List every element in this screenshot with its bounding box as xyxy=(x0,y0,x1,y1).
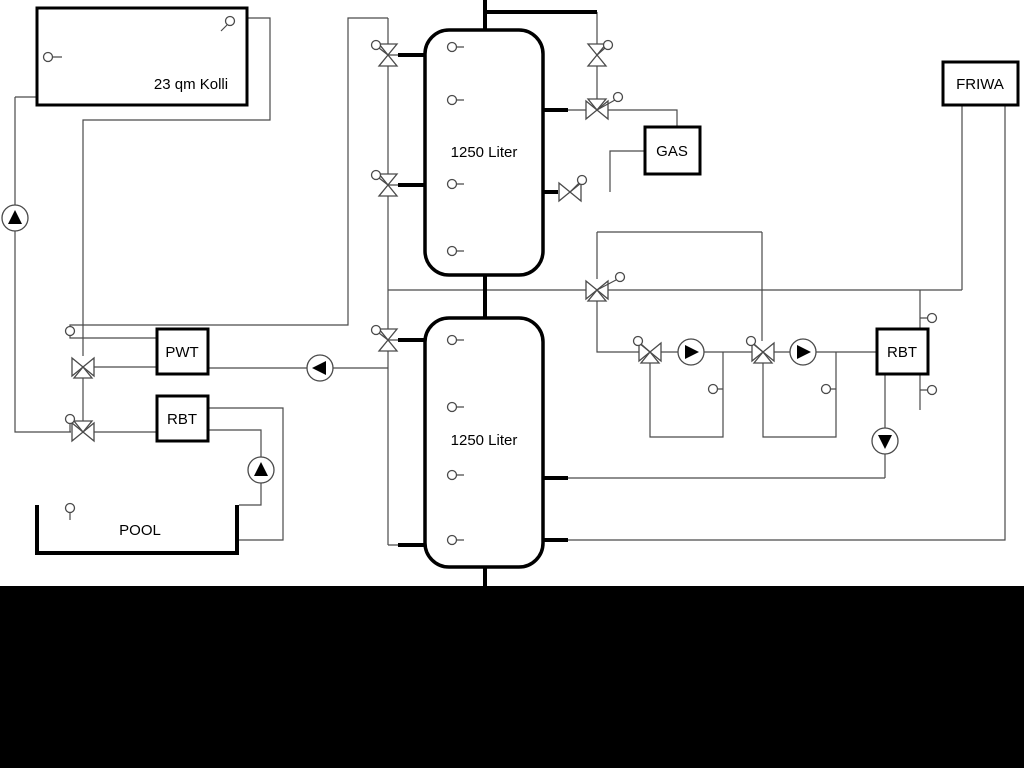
pipe-run-center xyxy=(387,18,588,546)
sensor-icon xyxy=(707,383,719,395)
pwt-label: PWT xyxy=(165,344,198,361)
three-way-valve-icon xyxy=(585,98,609,121)
mixing-valve-icon xyxy=(638,341,662,364)
schematic-canvas: 23 qm Kolli 1250 Liter 1250 Liter GAS FR… xyxy=(0,0,1024,586)
valve-actuator-icon xyxy=(612,91,624,103)
rbt-right-label: RBT xyxy=(887,344,917,361)
shutoff-valve-icon xyxy=(377,173,399,197)
heating-pump-1-icon xyxy=(677,338,705,366)
sensors xyxy=(42,15,938,546)
tank-top-label: 1250 Liter xyxy=(451,144,518,161)
valves xyxy=(71,43,775,443)
valve-actuator-icon xyxy=(370,39,382,51)
valve-actuator-icon xyxy=(602,39,614,51)
shutoff-valve-icon xyxy=(558,181,582,203)
hydraulic-schematic: 23 qm Kolli 1250 Liter 1250 Liter GAS FR… xyxy=(1,0,1020,586)
three-way-valve-icon xyxy=(71,356,95,379)
sensor-icon xyxy=(446,94,458,106)
sensor-icon xyxy=(446,469,458,481)
heating-pump-2-icon xyxy=(789,338,817,366)
sensor-icon xyxy=(926,384,938,396)
pumps xyxy=(1,204,899,484)
rbt-right-box: RBT xyxy=(875,327,930,376)
pipe-run-friwa xyxy=(568,105,1006,541)
sensor-icon xyxy=(64,413,76,425)
friwa-outline xyxy=(941,60,1020,107)
sensor-icon xyxy=(926,312,938,324)
pipe-network xyxy=(14,12,1006,546)
collector-outline xyxy=(35,6,249,107)
sensor-icon xyxy=(446,41,458,53)
sensor-icon xyxy=(42,51,54,63)
three-way-valve-icon xyxy=(585,279,609,302)
pool-basin: POOL xyxy=(35,505,239,555)
friwa-label: FRIWA xyxy=(956,76,1004,93)
collector-label: 23 qm Kolli xyxy=(154,76,228,93)
pwt-box: PWT xyxy=(155,327,210,376)
three-way-valve-icon xyxy=(71,420,95,443)
valve-actuator-icon xyxy=(370,169,382,181)
valve-actuator-icon xyxy=(745,335,757,347)
gas-outline xyxy=(643,125,702,176)
pipe-run-solar-left xyxy=(14,17,388,433)
friwa-box: FRIWA xyxy=(941,60,1020,107)
sensor-icon xyxy=(446,401,458,413)
sensor-icon xyxy=(446,245,458,257)
pipe-run-heating xyxy=(596,231,962,478)
rbt-pool-outline xyxy=(155,394,210,443)
gas-boiler-box: GAS xyxy=(643,125,702,176)
charge-pump-icon xyxy=(306,354,334,382)
shutoff-valve-icon xyxy=(377,43,399,67)
sensor-icon xyxy=(446,534,458,546)
sensor-icon xyxy=(224,15,236,27)
tank-bottom-label: 1250 Liter xyxy=(451,432,518,449)
valve-actuator-icon xyxy=(632,335,644,347)
pool-label: POOL xyxy=(119,522,161,539)
valve-actuator-icon xyxy=(576,174,588,186)
pool-outline xyxy=(35,505,239,555)
sensor-icon xyxy=(446,178,458,190)
valve-actuator-icon xyxy=(370,324,382,336)
solar-pump-icon xyxy=(1,204,29,232)
collector-box: 23 qm Kolli xyxy=(35,6,249,107)
sensor-icon xyxy=(446,334,458,346)
mixing-valve-icon xyxy=(751,341,775,364)
bottom-black-band xyxy=(0,586,1024,768)
rbt-pump-icon xyxy=(871,427,899,455)
buffer-tank-bottom: 1250 Liter xyxy=(423,316,545,569)
sensor-icon xyxy=(64,325,76,337)
pipe-run-thick xyxy=(398,0,597,586)
pool-pump-icon xyxy=(247,456,275,484)
rbt-right-outline xyxy=(875,327,930,376)
buffer-tank-top: 1250 Liter xyxy=(423,28,545,277)
tank-top-outline xyxy=(423,28,545,277)
pwt-outline xyxy=(155,327,210,376)
gas-label: GAS xyxy=(656,143,688,160)
valve-actuator-icon xyxy=(614,271,626,283)
shutoff-valve-icon xyxy=(377,328,399,352)
rbt-pool-label: RBT xyxy=(167,411,197,428)
sensor-icon xyxy=(64,502,76,514)
rbt-pool-box: RBT xyxy=(155,394,210,443)
tank-bottom-outline xyxy=(423,316,545,569)
sensor-icon xyxy=(820,383,832,395)
sensor-stems xyxy=(53,24,928,541)
shutoff-valve-icon xyxy=(586,43,608,67)
